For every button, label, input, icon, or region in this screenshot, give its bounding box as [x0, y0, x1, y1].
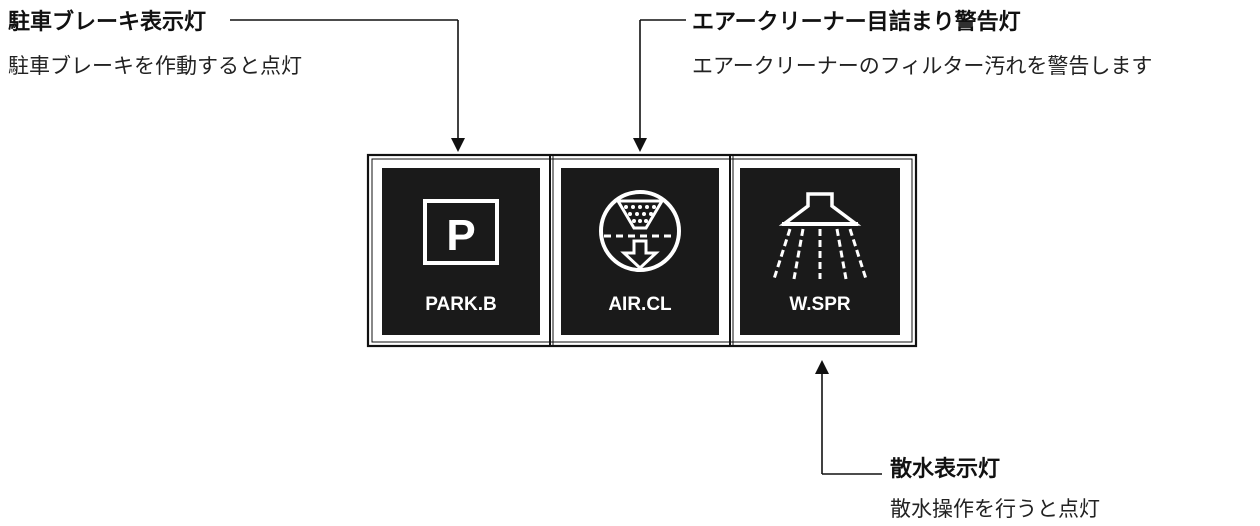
parking-leader-line — [230, 19, 465, 152]
water-sprinkler-icon — [772, 192, 868, 280]
air-cleaner-leader-line — [633, 19, 686, 152]
air-cleaner-warning-description: エアークリーナーのフィルター汚れを警告します — [692, 54, 1153, 78]
air-cleaner-arrowhead — [633, 138, 647, 152]
parking-p-icon: P — [423, 199, 499, 265]
parking-arrowhead — [451, 138, 465, 152]
parking-p-symbol: P — [446, 211, 475, 260]
parking-brake-tile: P PARK.B — [382, 168, 540, 335]
parking-brake-indicator-title: 駐車ブレーキ表示灯 — [8, 10, 207, 35]
parking-brake-indicator-description: 駐車ブレーキを作動すると点灯 — [8, 54, 302, 78]
sprinkler-indicator-title: 散水表示灯 — [890, 457, 1001, 482]
air-cleaner-icon — [599, 190, 681, 272]
parking-brake-label: PARK.B — [425, 294, 496, 315]
sprinkler-leader-line — [815, 360, 882, 475]
air-cleaner-tile: AIR.CL — [561, 168, 719, 335]
sprinkler-tile: W.SPR — [740, 168, 900, 335]
sprinkler-label: W.SPR — [789, 294, 851, 315]
sprinkler-indicator-description: 散水操作を行うと点灯 — [890, 497, 1100, 521]
sprinkler-arrowhead — [815, 360, 829, 374]
air-cleaner-label: AIR.CL — [608, 294, 672, 315]
indicator-panel: P PARK.B — [366, 153, 918, 348]
air-cleaner-warning-title: エアークリーナー目詰まり警告灯 — [692, 10, 1021, 35]
